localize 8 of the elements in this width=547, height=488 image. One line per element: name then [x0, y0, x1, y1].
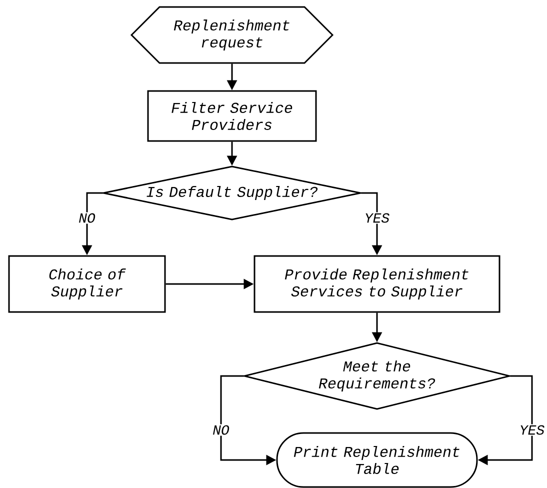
- process-box: Provide Replenishment Services to Supplier: [254, 255, 500, 313]
- end-terminal: Print Replenishment Table: [276, 432, 478, 488]
- process-box: Choice of Supplier: [8, 255, 166, 313]
- edge-label: NO: [212, 424, 230, 436]
- edge-label: YES: [363, 212, 391, 224]
- process-box: Filter Service Providers: [147, 90, 317, 142]
- edge-label: NO: [78, 212, 96, 224]
- edge-label: YES: [518, 424, 546, 436]
